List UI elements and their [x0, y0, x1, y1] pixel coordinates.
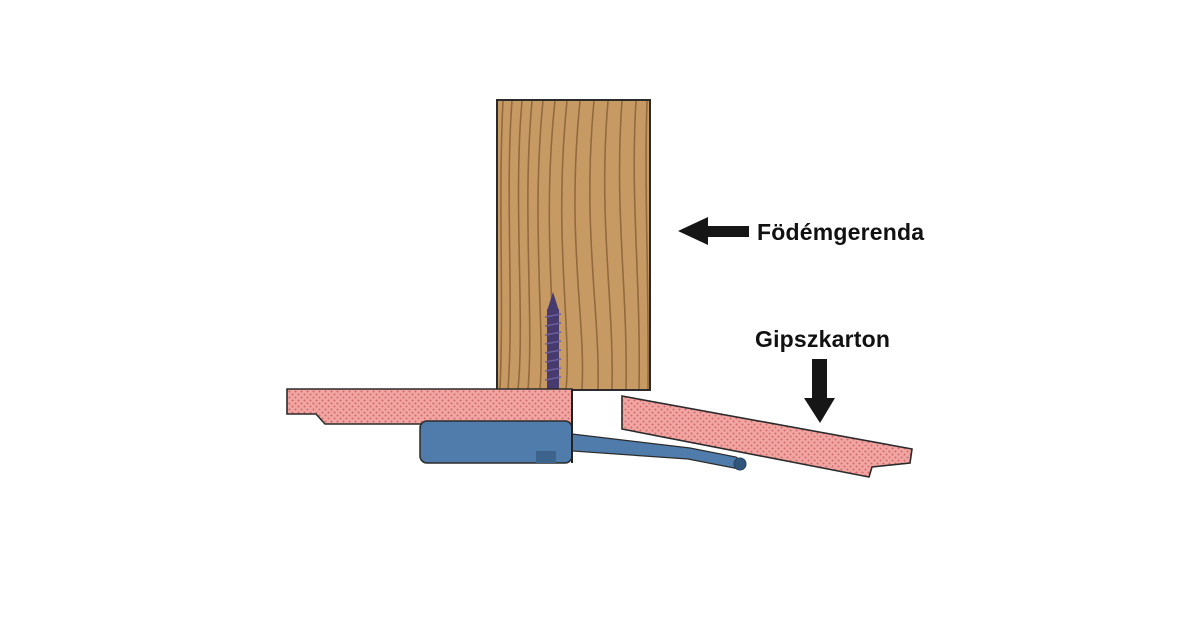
mounting-clip	[419, 389, 747, 471]
beam-label: Födémgerenda	[757, 219, 924, 245]
board-arrow-icon	[804, 398, 835, 423]
beam-arrow-icon	[678, 217, 749, 245]
board-callout: Gipszkarton	[755, 326, 890, 423]
board-arrow-shaft	[812, 359, 827, 400]
screw-icon	[544, 292, 562, 390]
plasterboard-left	[286, 388, 573, 425]
beam-callout: Födémgerenda	[678, 217, 924, 245]
ceiling-beam	[496, 99, 651, 391]
plasterboard-right	[621, 395, 913, 478]
board-label: Gipszkarton	[755, 326, 890, 352]
